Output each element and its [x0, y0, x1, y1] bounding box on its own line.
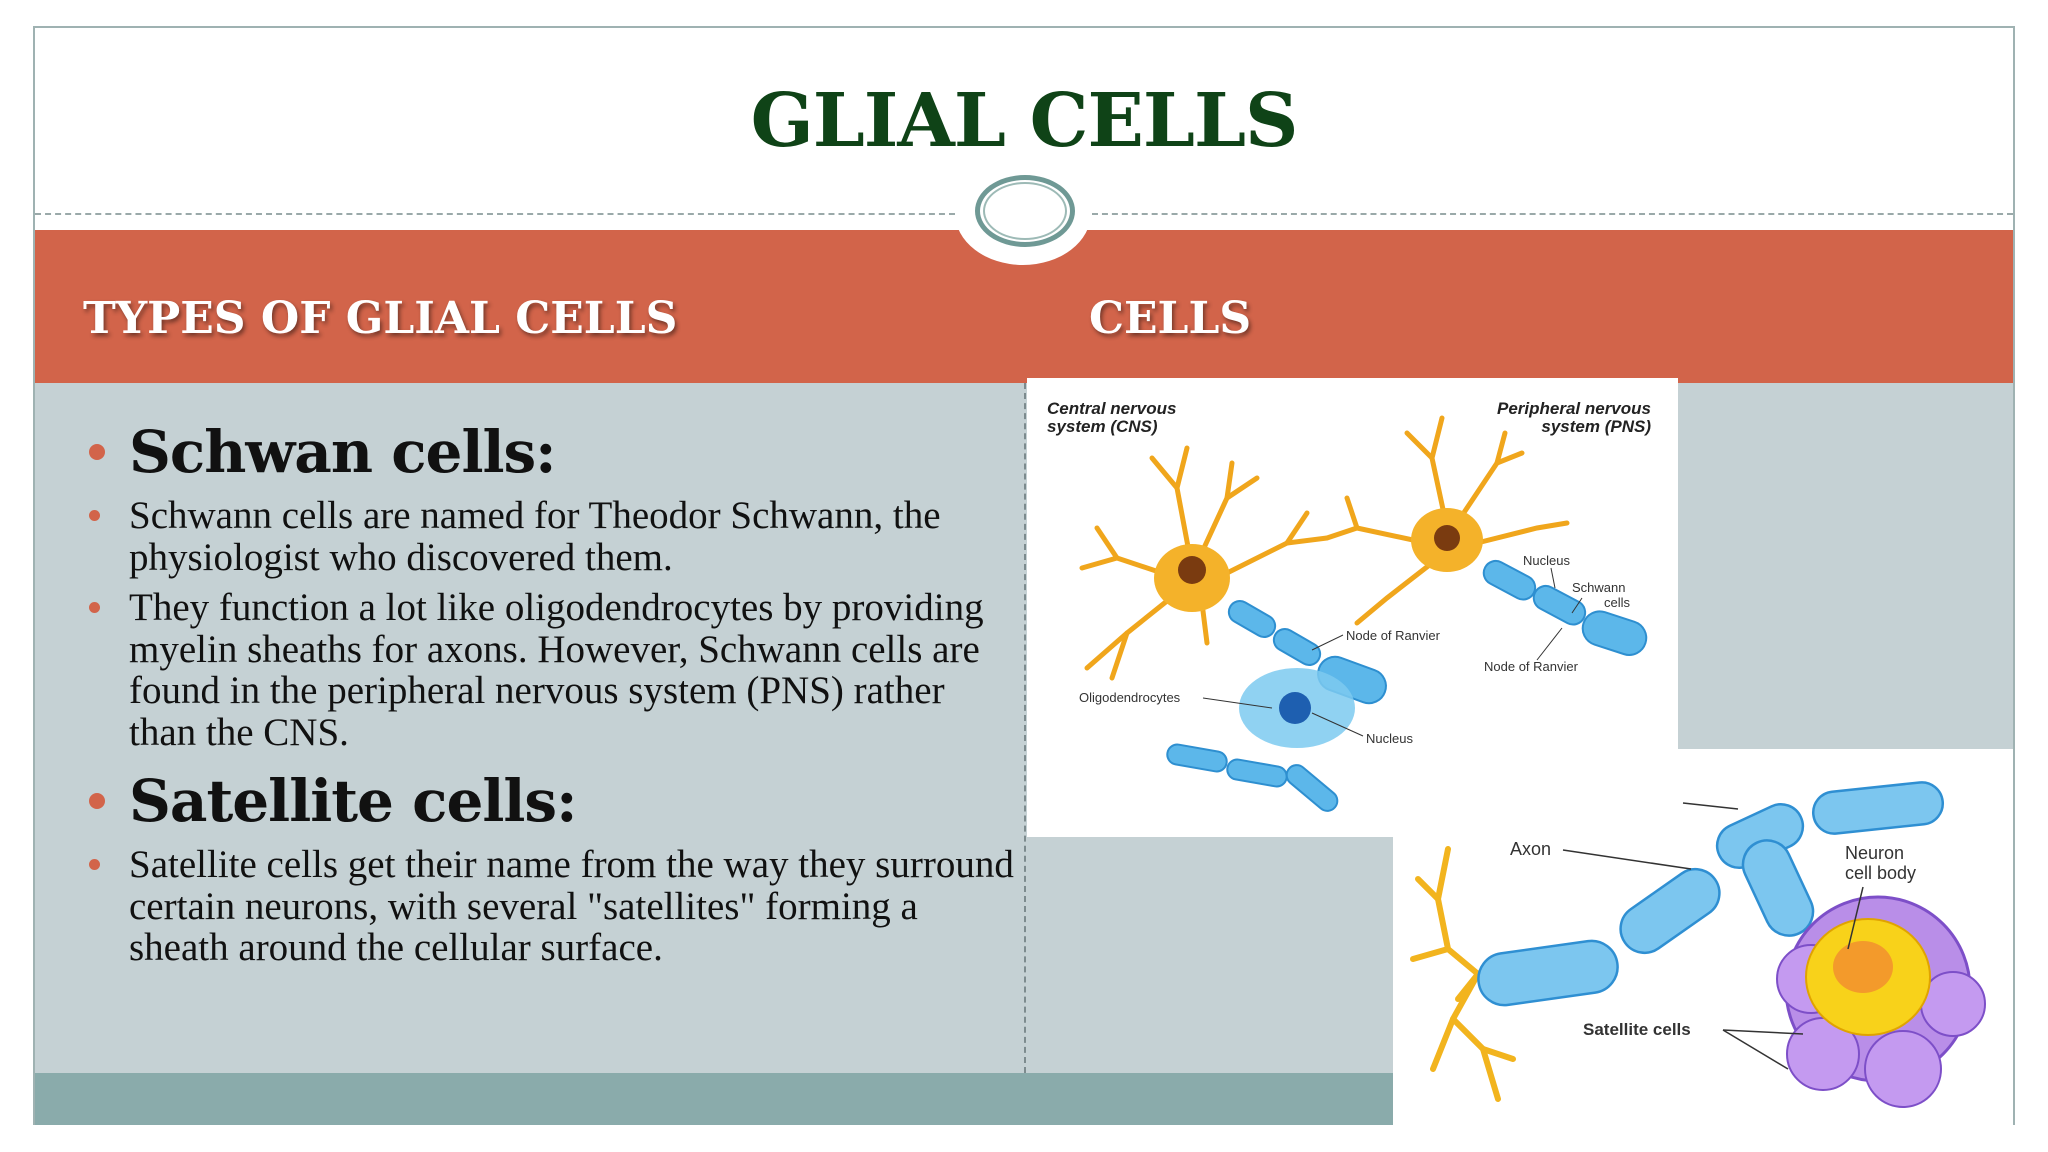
bullet-heading-satellite: Satellite cells: — [85, 767, 1020, 835]
section-header-left: TYPES OF GLIAL CELLS — [83, 293, 678, 344]
axon-terminal-branches — [1410, 846, 1516, 1102]
pns-label-line1: Peripheral nervous — [1497, 399, 1651, 418]
pns-neuron-dendrites — [1324, 415, 1570, 626]
bullet-heading-text: Schwan cells: — [129, 418, 557, 486]
schwann-cells — [1482, 559, 1648, 656]
oligodendrocyte-nucleus — [1279, 692, 1311, 724]
cns-neuron-dendrites — [1079, 445, 1330, 681]
figure-cns-pns-illustration: Central nervous system (CNS) Peripheral … — [1047, 399, 1651, 812]
bullet-text: They function a lot like oligodendrocyte… — [129, 586, 984, 754]
bullet-dot — [89, 793, 105, 809]
bullet-dot — [89, 444, 105, 460]
cns-neuron-nucleus — [1178, 556, 1206, 584]
schwann-label-line1: Schwann — [1572, 580, 1625, 595]
bullet-list: Schwan cells: Schwann cells are named fo… — [85, 418, 1020, 969]
cns-nucleus-label: Nucleus — [1366, 731, 1413, 746]
bullet-item: Satellite cells get their name from the … — [85, 844, 1020, 969]
neuron-label-line2: cell body — [1845, 863, 1916, 883]
section-header-right: CELLS — [1089, 293, 1252, 344]
cns-label-line1: Central nervous — [1047, 399, 1176, 418]
bullet-text: Satellite cells get their name from the … — [129, 843, 1014, 969]
medallion-ring-inner — [983, 182, 1067, 240]
bullet-heading-schwan: Schwan cells: — [85, 418, 1020, 486]
title-divider-left — [35, 213, 955, 215]
figure-satellite-cells: Axon Neuron cell body Satellite cells — [1393, 749, 2013, 1125]
content-panel-left — [35, 383, 1023, 1073]
myelinated-axon — [1477, 781, 1945, 1007]
neuron-label-line1: Neuron — [1845, 843, 1904, 863]
title-divider-right — [1092, 213, 2013, 215]
bullet-item: Schwann cells are named for Theodor Schw… — [85, 495, 1020, 578]
axon-label: Axon — [1510, 839, 1551, 859]
satellite-label: Satellite cells — [1583, 1020, 1691, 1039]
satellite-cells-cluster — [1776, 895, 1986, 1108]
figure-satellite-illustration: Axon Neuron cell body Satellite cells — [1410, 781, 1986, 1108]
bullet-dot — [89, 602, 100, 613]
slide-title: GLIAL CELLS — [750, 78, 1299, 164]
figure-cns-leader-lines — [1202, 567, 1583, 737]
pns-node-ranvier-label: Node of Ranvier — [1484, 659, 1579, 674]
pns-neuron-nucleus — [1434, 525, 1460, 551]
oligodendrocytes-label: Oligodendrocytes — [1079, 690, 1181, 705]
pns-nucleus-label: Nucleus — [1523, 553, 1570, 568]
figure-satellite-leader-lines — [1562, 802, 1864, 1070]
bullet-heading-text: Satellite cells: — [129, 767, 577, 835]
bullet-text: Schwann cells are named for Theodor Schw… — [129, 494, 941, 579]
schwann-label-line2: cells — [1604, 595, 1631, 610]
cns-node-ranvier-label: Node of Ranvier — [1346, 628, 1441, 643]
column-divider — [1024, 383, 1026, 1073]
bullet-item: They function a lot like oligodendrocyte… — [85, 587, 1020, 753]
bullet-dot — [89, 510, 100, 521]
pns-label-line2: system (PNS) — [1541, 417, 1651, 436]
cns-label-line2: system (CNS) — [1047, 417, 1158, 436]
bullet-dot — [89, 859, 100, 870]
